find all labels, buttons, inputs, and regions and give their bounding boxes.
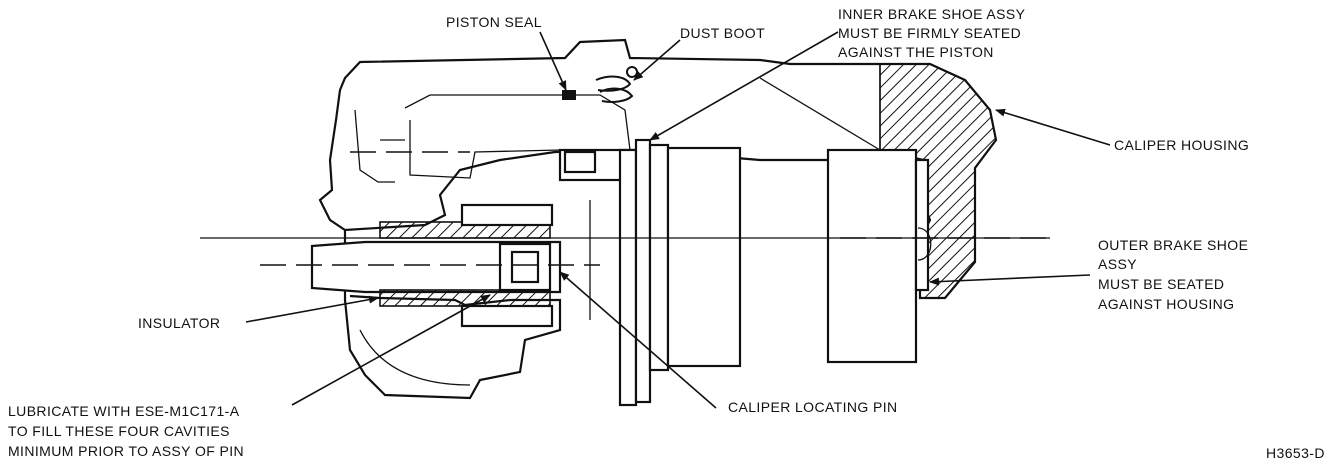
label-lubricate-1: LUBRICATE WITH ESE-M1C171-A (8, 403, 240, 419)
label-piston-seal: PISTON SEAL (446, 14, 542, 30)
leader-caliper-housing (995, 108, 1111, 146)
label-outer-shoe-2: ASSY (1098, 256, 1137, 272)
leader-outer-shoe (929, 274, 1091, 286)
caliper-locating-pin (310, 240, 562, 294)
label-locating-pin: CALIPER LOCATING PIN (728, 399, 898, 415)
label-inner-shoe-3: AGAINST THE PISTON (838, 44, 994, 60)
piston-seal (562, 90, 576, 100)
label-lubricate-3: MINIMUM PRIOR TO ASSY OF PIN (8, 443, 244, 459)
label-outer-shoe-3: MUST BE SEATED (1098, 276, 1224, 292)
dust-boot (595, 66, 638, 103)
leader-inner-shoe (649, 31, 839, 141)
insulator-lower (379, 289, 551, 307)
label-insulator: INSULATOR (138, 315, 220, 331)
leader-locating-pin (559, 271, 717, 409)
label-caliper-housing: CALIPER HOUSING (1114, 137, 1249, 153)
label-inner-shoe-1: INNER BRAKE SHOE ASSY (838, 6, 1026, 22)
label-inner-shoe-2: MUST BE FIRMLY SEATED (838, 25, 1021, 41)
leader-piston-seal (539, 31, 567, 91)
leader-insulator (245, 295, 379, 323)
label-outer-shoe-1: OUTER BRAKE SHOE (1098, 237, 1248, 253)
label-lubricate-2: TO FILL THESE FOUR CAVITIES (8, 423, 230, 439)
outer-brake-shoe (826, 148, 930, 364)
figure-code: H3653-D (1266, 445, 1325, 461)
label-dust-boot: DUST BOOT (680, 25, 765, 41)
leader-lubricate (291, 294, 491, 406)
inner-brake-shoe (618, 138, 742, 407)
label-outer-shoe-4: AGAINST HOUSING (1098, 296, 1234, 312)
leader-dust-boot (633, 39, 681, 81)
